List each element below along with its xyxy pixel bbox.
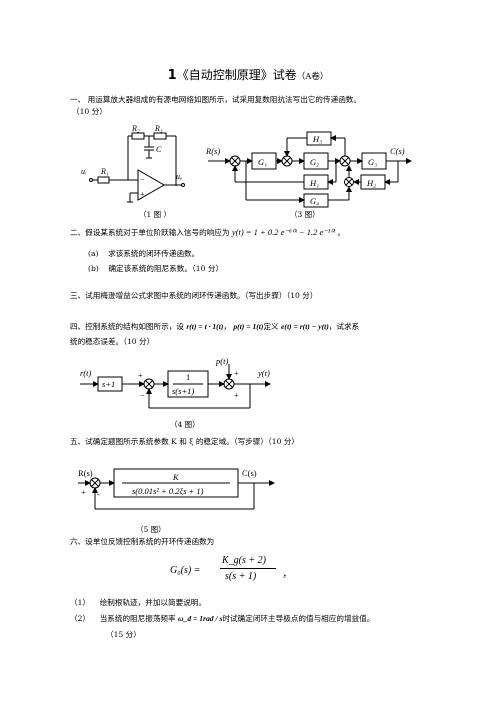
- opamp-plus: +: [140, 190, 145, 199]
- h1-label: H₁: [309, 178, 319, 188]
- q2-b: (b) 确定该系统的阻尼系数。（10 分）: [88, 264, 224, 273]
- fig5-rs-label: R(s): [78, 468, 93, 478]
- q6-item-2: （2） 当系统的阻尼振荡频率 ω_d = 1rad / s时试确定闭环主导极点的…: [70, 614, 375, 623]
- fig3-output-label: C(s): [390, 146, 405, 156]
- g4-label: G₄: [310, 196, 319, 206]
- q2-a: (a) 求该系统的闭环传递函数。: [88, 249, 200, 258]
- fig4-block2-den: s(s+1): [172, 386, 194, 396]
- fig4-block1-label: s+1: [102, 379, 115, 389]
- opamp-minus: −: [140, 175, 145, 184]
- g3-label: G₃: [368, 157, 377, 167]
- figure-3-caption: （3 图）: [290, 210, 320, 219]
- q4-text-2: 统的稳态误差。（10 分）: [70, 337, 155, 346]
- h2-label: H₂: [366, 178, 376, 188]
- opamp-triangle: [137, 169, 166, 201]
- fig4-pt-label: p(t): [215, 358, 228, 366]
- fig5-den: s(0.01s² + 0.2ξs + 1): [132, 486, 204, 496]
- figure-4-caption: （4 图）: [170, 420, 200, 429]
- r3-resistor: [153, 132, 167, 140]
- q6-denominator: s(s + 1): [225, 571, 257, 582]
- fig3-input-label: R(s): [206, 146, 220, 156]
- fig5-num: K: [172, 472, 180, 482]
- h3-label: H₃: [312, 134, 322, 144]
- r3-label: R₃: [154, 124, 163, 133]
- figure-1-caption: （1 图 ）: [139, 210, 172, 219]
- fig4-minus: −: [140, 390, 145, 400]
- q1-points: （10 分）: [72, 107, 107, 116]
- q2-text: 二、假设某系统对于单位阶跃输入信号的响应为 y(t) = 1 + 0.2 e⁻⁶…: [70, 227, 346, 237]
- fig5-minus: -: [97, 489, 100, 499]
- figure-5-block-diagram: R(s) C(s) K s(0.01s² + 0.2ξs + 1) + -: [78, 468, 275, 510]
- q6-item-1: （1） 绘制根轨迹，并加以简要说明。: [70, 598, 206, 607]
- q6-g-label: G₀(s) =: [170, 565, 201, 576]
- figure-4-block-diagram: r(t) s+1 1 s(s+1) p(t) y(t) + − + +: [80, 358, 271, 409]
- fig4-plus-1: +: [138, 370, 143, 380]
- q6-fraction-bar: [220, 568, 276, 569]
- q3-text: 三、试用梅逊增益公式求图中系统的闭环传递函数。（写出步骤）（10 分）: [70, 291, 318, 300]
- q6-comma: ，: [282, 569, 292, 580]
- fig4-rt-label: r(t): [80, 368, 92, 378]
- uo-label: uₒ: [176, 172, 183, 181]
- q6-numerator: K_g(s + 2): [222, 555, 266, 566]
- fig4-plus-2: +: [234, 368, 239, 378]
- fig4-yt-label: y(t): [257, 368, 270, 378]
- figure-3-block-diagram: R(s) C(s) G₁ G₂ G₃ H₃ H₁ H₂ G₄: [206, 131, 412, 208]
- q6-points: （15 分）: [106, 630, 141, 639]
- q1-text: 一、 用运算放大器组成的有源电网络如图所示，试采用复数阻抗法写出它的传递函数。: [70, 95, 361, 104]
- ui-label: uᵢ: [81, 167, 86, 176]
- r1-label: R₁: [100, 167, 109, 176]
- figure-5-caption: （5 图）: [136, 525, 166, 534]
- q4-text: 四、控制系统的结构如图所示，设 r(t) = t · 1(t)， p(t) = …: [70, 322, 360, 331]
- g1-label: G₁: [258, 157, 267, 167]
- q2-formula: y(t) = 1 + 0.2 e⁻⁶⁰ᵗ − 1.2 e⁻¹⁰ᵗ: [231, 227, 336, 237]
- fig4-plus-3: +: [234, 390, 239, 400]
- fig4-block2-num: 1: [186, 372, 190, 382]
- fig5-cs-label: C(s): [242, 468, 257, 478]
- r1-resistor: [97, 176, 110, 184]
- c-label: C: [156, 145, 162, 154]
- paper-title: 1《自动控制原理》试卷（A卷）: [167, 68, 329, 83]
- fig5-plus: +: [81, 487, 86, 497]
- r2-label: R₂: [131, 124, 140, 133]
- g2-label: G₂: [310, 157, 319, 167]
- r2-resistor: [131, 132, 145, 140]
- q6-text: 六、设单位反馈控制系统的开环传递函数为: [70, 537, 215, 546]
- figure-1-opamp-circuit: R₂ R₃ C R₁ uᵢ uₒ − +: [81, 124, 185, 203]
- q5-text: 五、试确定题图所示系统参数 K 和 ξ 的稳定域。（写步骤）（10 分）: [70, 437, 300, 446]
